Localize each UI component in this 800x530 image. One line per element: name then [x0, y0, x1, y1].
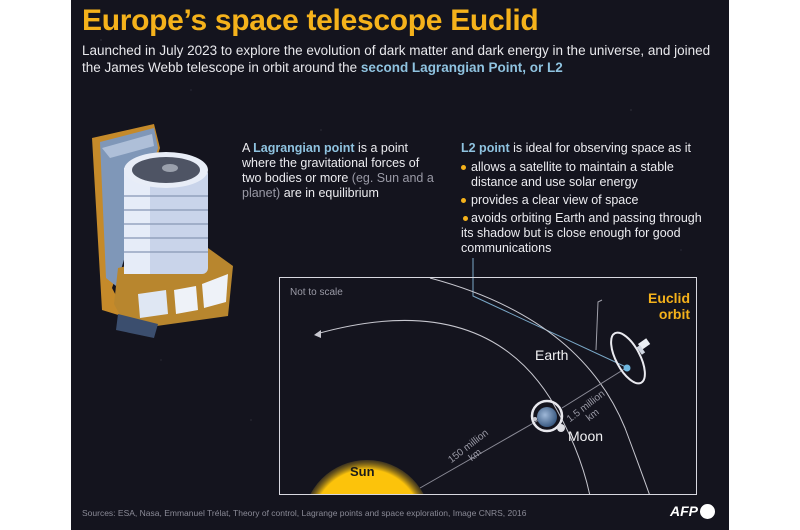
- bullet-icon: [463, 216, 468, 221]
- radiator-panel: [174, 286, 198, 314]
- euclid-satellite-icon: [636, 338, 651, 355]
- subtitle: Launched in July 2023 to explore the evo…: [82, 42, 722, 76]
- l2-term: L2 point: [461, 141, 510, 155]
- definition-text-end: are in equilibrium: [280, 186, 379, 200]
- list-item: avoids orbiting Earth and passing throug…: [461, 211, 706, 256]
- bullet-text: provides a clear view of space: [471, 193, 639, 207]
- bullet-text: avoids orbiting Earth and passing throug…: [461, 211, 702, 255]
- l2-intro: L2 point is ideal for observing space as…: [461, 141, 706, 156]
- afp-logo-disc-icon: [700, 503, 715, 519]
- afp-logo: AFP: [670, 503, 715, 519]
- lagrangian-term: Lagrangian point: [253, 141, 355, 155]
- secondary-mirror: [162, 164, 178, 172]
- definition-prefix: A: [242, 141, 254, 155]
- earth-label: Earth: [535, 347, 569, 363]
- euclid-label-leader: [595, 299, 603, 351]
- euclid-halo-orbit: [610, 331, 646, 385]
- not-to-scale-note: Not to scale: [290, 287, 343, 298]
- l2-orbit-path: [429, 278, 650, 494]
- bullet-icon: [461, 165, 466, 170]
- earth-icon: [537, 407, 557, 427]
- euclid-label-line1: Euclid: [647, 290, 690, 306]
- earth-orbit-path: [315, 319, 591, 494]
- moon-label: Moon: [568, 428, 604, 444]
- subtitle-text: Launched in July 2023 to explore the evo…: [82, 43, 711, 75]
- bullet-icon: [461, 198, 466, 203]
- euclid-satellite-illustration: [92, 124, 233, 338]
- definition-example: (eg. Sun and a planet): [242, 171, 434, 200]
- list-item: allows a satellite to maintain a stable …: [461, 160, 706, 190]
- orbit-diagram-canvas: [310, 278, 651, 494]
- l2-point-marker: [623, 364, 631, 372]
- l2-intro-text: is ideal for observing space as it: [509, 141, 691, 155]
- page-title: Europe’s space telescope Euclid: [82, 4, 539, 37]
- sunshield-highlight: [102, 134, 154, 158]
- afp-logo-text: AFP: [670, 503, 698, 519]
- moon-icon: [557, 424, 565, 432]
- tube-rings: [124, 195, 208, 253]
- sources-footnote: Sources: ESA, Nasa, Emmanuel Trélat, The…: [82, 508, 527, 518]
- lagrangian-point-definition: A Lagrangian point is a point where the …: [242, 141, 442, 201]
- definition-text: is a point where the gravitational force…: [242, 141, 420, 185]
- subtitle-highlight: second Lagrangian Point, or L2: [360, 60, 563, 75]
- orbit-direction-arrow-icon: [314, 330, 321, 338]
- radiator-panel: [202, 274, 228, 308]
- earth-l2-distance-line: [561, 367, 627, 409]
- l2-benefits: L2 point is ideal for observing space as…: [461, 141, 706, 259]
- list-item: provides a clear view of space: [461, 193, 706, 208]
- sun-icon: [310, 460, 424, 494]
- l2-benefit-list: allows a satellite to maintain a stable …: [461, 160, 706, 256]
- sun-label: Sun: [350, 464, 375, 479]
- orbit-marker: [533, 417, 537, 421]
- bullet-text: allows a satellite to maintain a stable …: [471, 160, 674, 189]
- radiator-panel: [138, 290, 168, 318]
- moon-orbit-ring: [530, 399, 564, 433]
- base-structure: [116, 314, 158, 338]
- euclid-label-line2: orbit: [658, 306, 690, 322]
- sun-earth-distance-line: [419, 416, 545, 489]
